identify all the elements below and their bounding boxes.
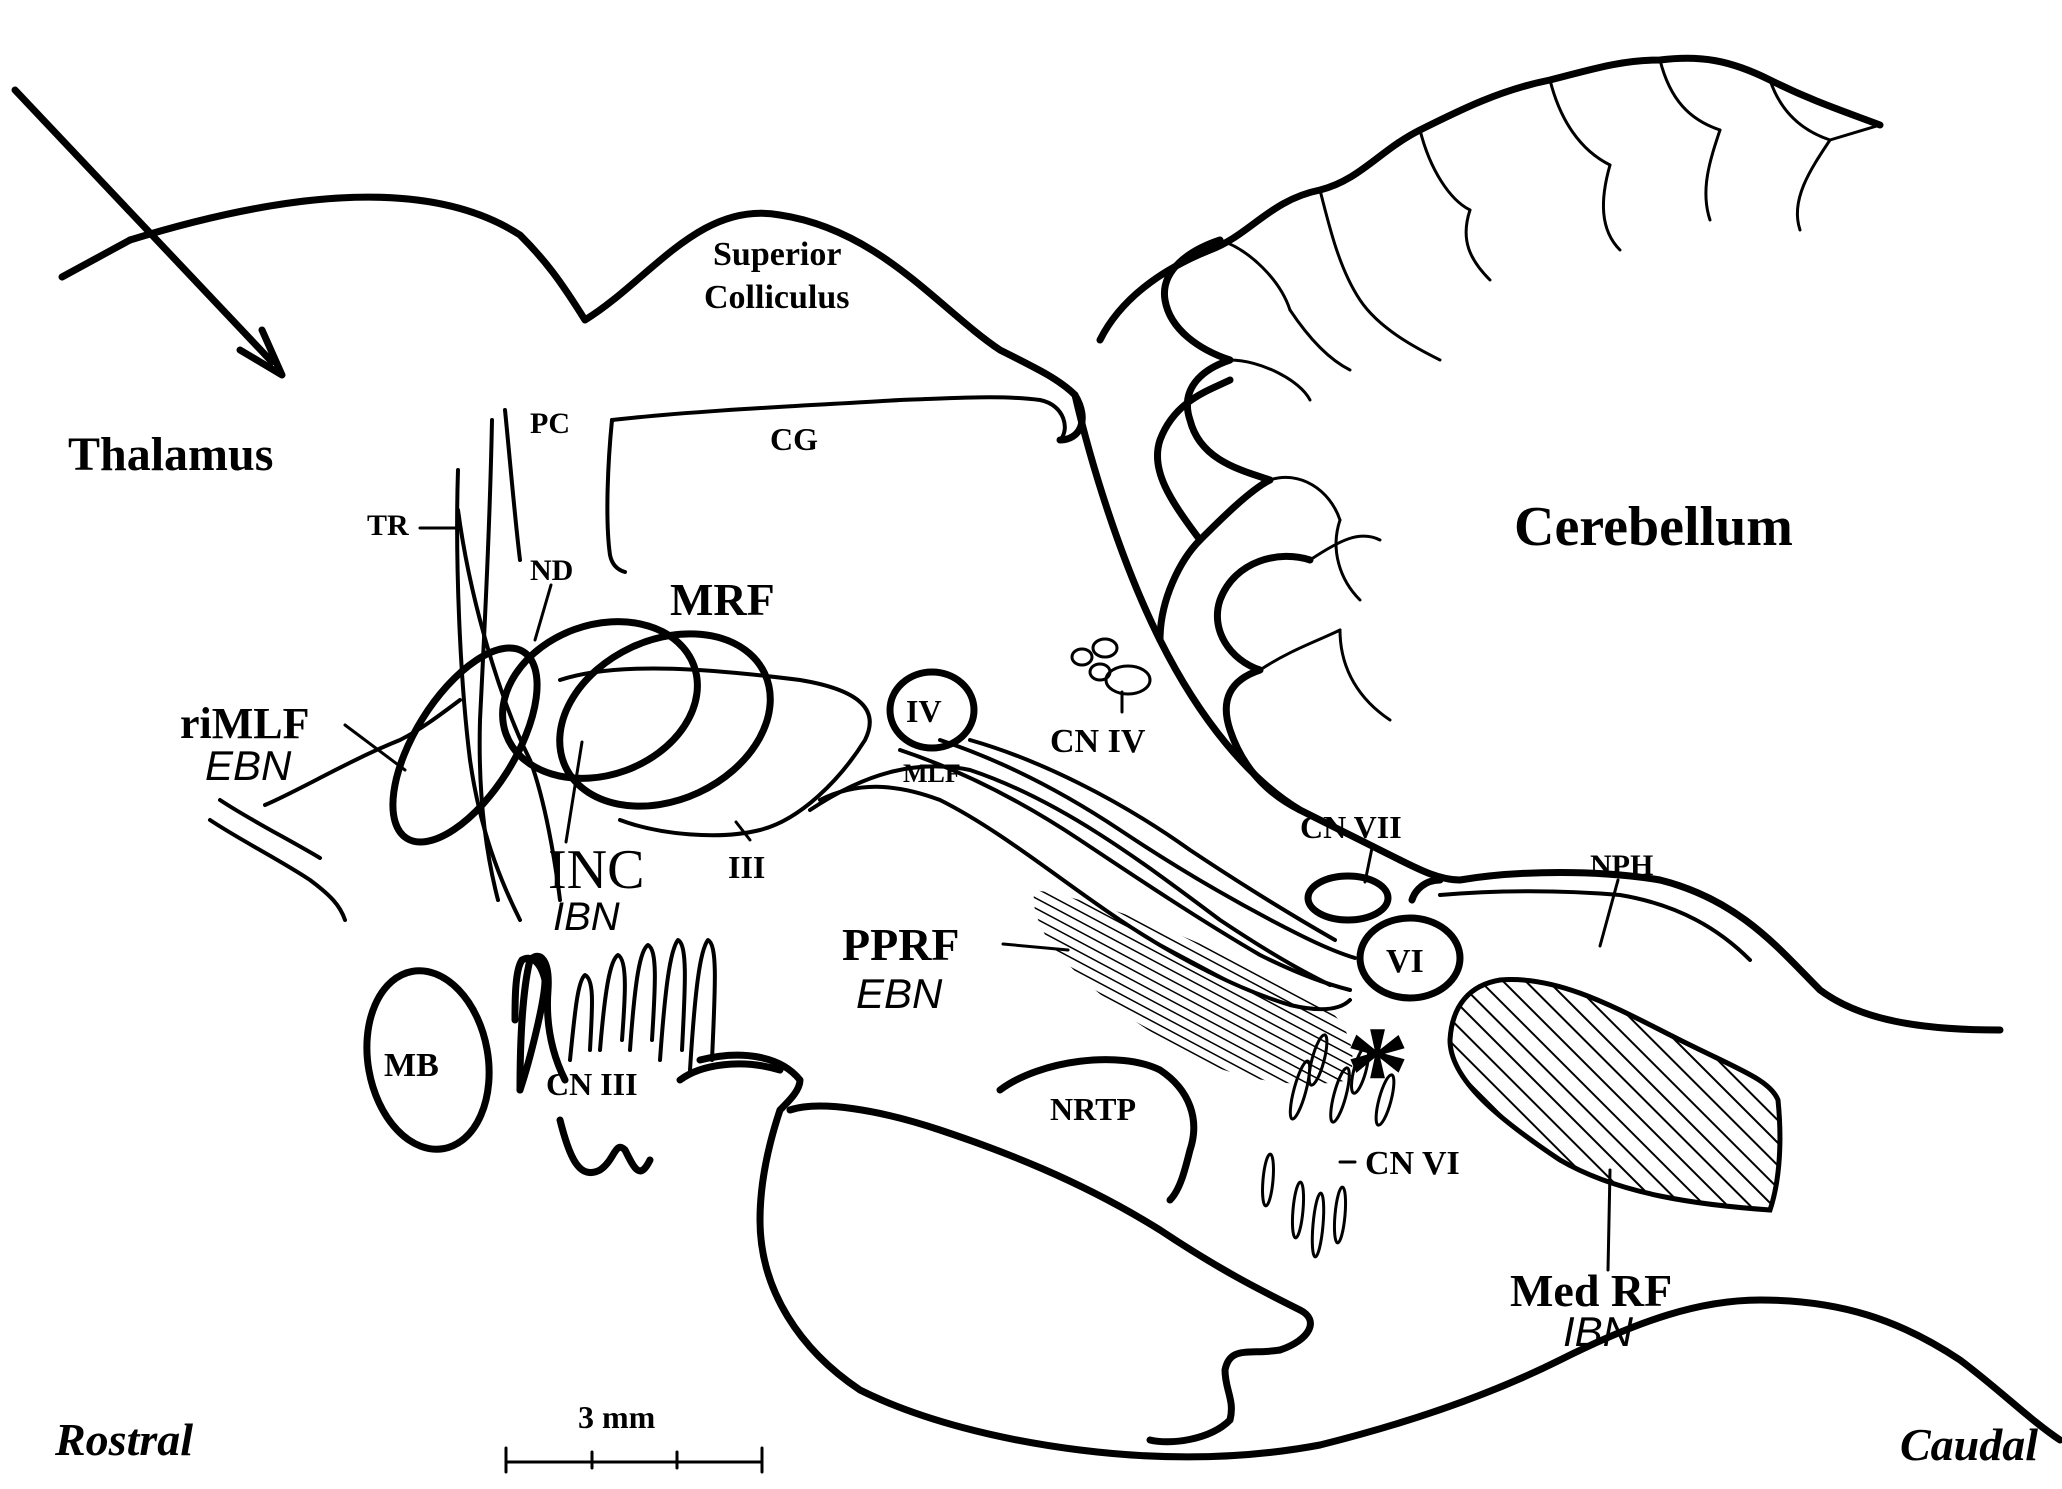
- tract-lines: [420, 420, 560, 920]
- label-thalamus: Thalamus: [68, 428, 273, 481]
- scale-bar: [506, 1448, 762, 1472]
- cn-iii-rootlets: [520, 940, 715, 1173]
- nrtp-nucleus: [1000, 1060, 1194, 1200]
- label-caudal: Caudal: [1900, 1419, 2038, 1470]
- label-nrtp: NRTP: [1050, 1091, 1136, 1127]
- nph-leader: [1600, 880, 1618, 946]
- med-rf-region: [1450, 980, 1780, 1210]
- label-cg: CG: [770, 421, 818, 457]
- label-rimlf-sub: EBN: [205, 742, 292, 789]
- med-rf-leader: [1608, 1170, 1610, 1270]
- iii-nucleus-outline: [560, 668, 870, 835]
- rimlf-leader: [345, 725, 405, 770]
- label-mrf: MRF: [670, 574, 775, 625]
- inc-nucleus-left: [480, 595, 719, 804]
- label-rostral: Rostral: [54, 1414, 193, 1465]
- nd-leader: [535, 585, 551, 640]
- pc-line: [505, 410, 520, 560]
- midbrain-ventral-outline-right: [680, 1064, 780, 1080]
- aqueduct-line: [612, 397, 1065, 440]
- cn-vii-nucleus: [1308, 876, 1388, 920]
- label-nd: ND: [530, 554, 573, 587]
- label-mb: MB: [384, 1047, 439, 1084]
- mlf-tract-upper: [970, 740, 1335, 940]
- dorsal-brainstem-outline: [130, 197, 1082, 440]
- label-pc: PC: [530, 407, 570, 440]
- label-vi: VI: [1386, 943, 1424, 980]
- cn-iv-fibers: [1072, 639, 1150, 712]
- label-tr: TR: [367, 509, 409, 542]
- rimlf-nucleus: [364, 625, 565, 865]
- label-cerebellum: Cerebellum: [1514, 496, 1793, 558]
- label-iii: III: [728, 849, 765, 885]
- label-cn-iii: CN III: [546, 1066, 638, 1102]
- cg-lower-line: [607, 420, 625, 572]
- label-cn-vi: CN VI: [1365, 1145, 1460, 1182]
- label-pprf-sub: EBN: [856, 970, 943, 1017]
- label-inc: INC: [548, 839, 644, 901]
- label-med-rf-sub: IBN: [1563, 1308, 1634, 1355]
- label-cn-iv: CN IV: [1050, 723, 1146, 760]
- label-scale-bar: 3 mm: [578, 1399, 656, 1435]
- label-mlf: MLF: [903, 759, 961, 788]
- label-nph: NPH: [1590, 849, 1653, 882]
- label-iv: IV: [906, 693, 942, 729]
- asterisk-marker: *: [1345, 1000, 1410, 1144]
- vii-genu: [1412, 880, 1440, 900]
- cerebellum-outline: [1075, 58, 1880, 860]
- fourth-ventricle-inner: [1440, 891, 1750, 960]
- label-rimlf: riMLF: [180, 699, 310, 748]
- label-inc-sub: IBN: [553, 895, 620, 939]
- label-pprf: PPRF: [842, 919, 960, 970]
- pprf-region: [1034, 890, 1353, 1084]
- inc-leader: [566, 742, 582, 842]
- label-superior-colliculus-1: Superior: [713, 236, 841, 273]
- label-superior-colliculus-2: Colliculus: [704, 279, 849, 316]
- label-cn-vii: CN VII: [1300, 809, 1402, 845]
